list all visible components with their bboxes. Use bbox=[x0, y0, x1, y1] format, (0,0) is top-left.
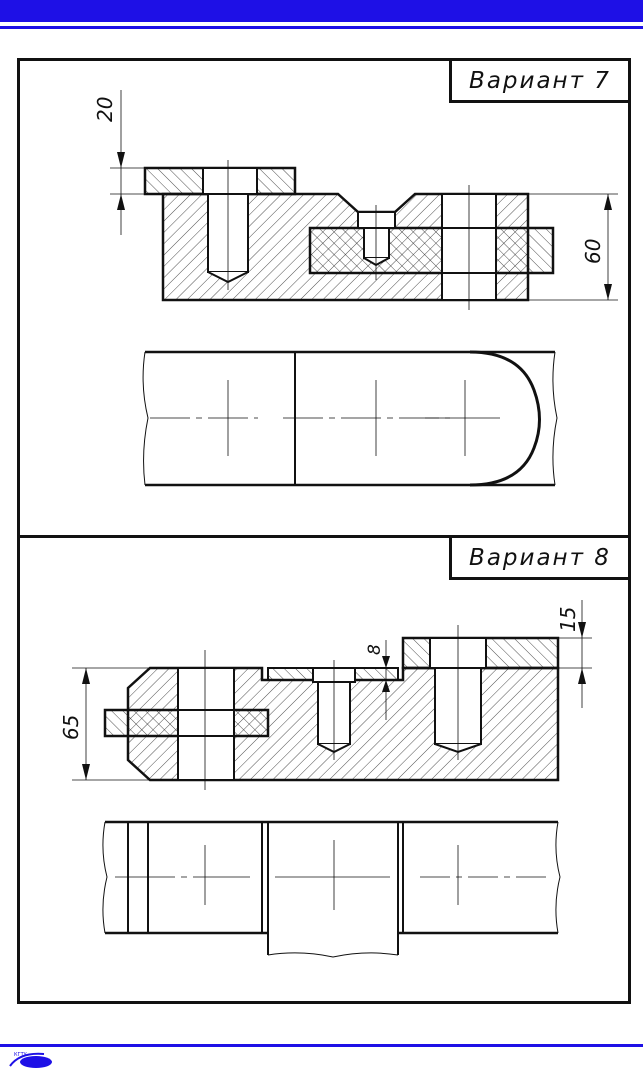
variant-8-plan bbox=[102, 820, 561, 958]
variant-7-title: Вариант 7 bbox=[449, 61, 628, 103]
dim-15-label: 15 bbox=[556, 607, 580, 632]
header-bar bbox=[0, 0, 643, 22]
dim-20-label: 20 bbox=[93, 97, 117, 122]
university-logo-icon: КГТУ bbox=[9, 1052, 52, 1068]
drawing-sheet bbox=[17, 58, 631, 1004]
header-rule bbox=[0, 26, 643, 29]
variant-7-plan bbox=[142, 350, 558, 487]
variant-8-title: Вариант 8 bbox=[449, 538, 628, 580]
dim-8-label: 8 bbox=[365, 644, 385, 655]
variant-8-section bbox=[72, 600, 592, 790]
svg-text:КГТУ: КГТУ bbox=[14, 1052, 27, 1058]
dim-65-label: 65 bbox=[59, 715, 83, 740]
footer-rule bbox=[0, 1044, 643, 1047]
sheet-divider bbox=[17, 535, 631, 538]
dim-60-label: 60 bbox=[581, 239, 605, 264]
variant-7-section bbox=[110, 90, 618, 310]
